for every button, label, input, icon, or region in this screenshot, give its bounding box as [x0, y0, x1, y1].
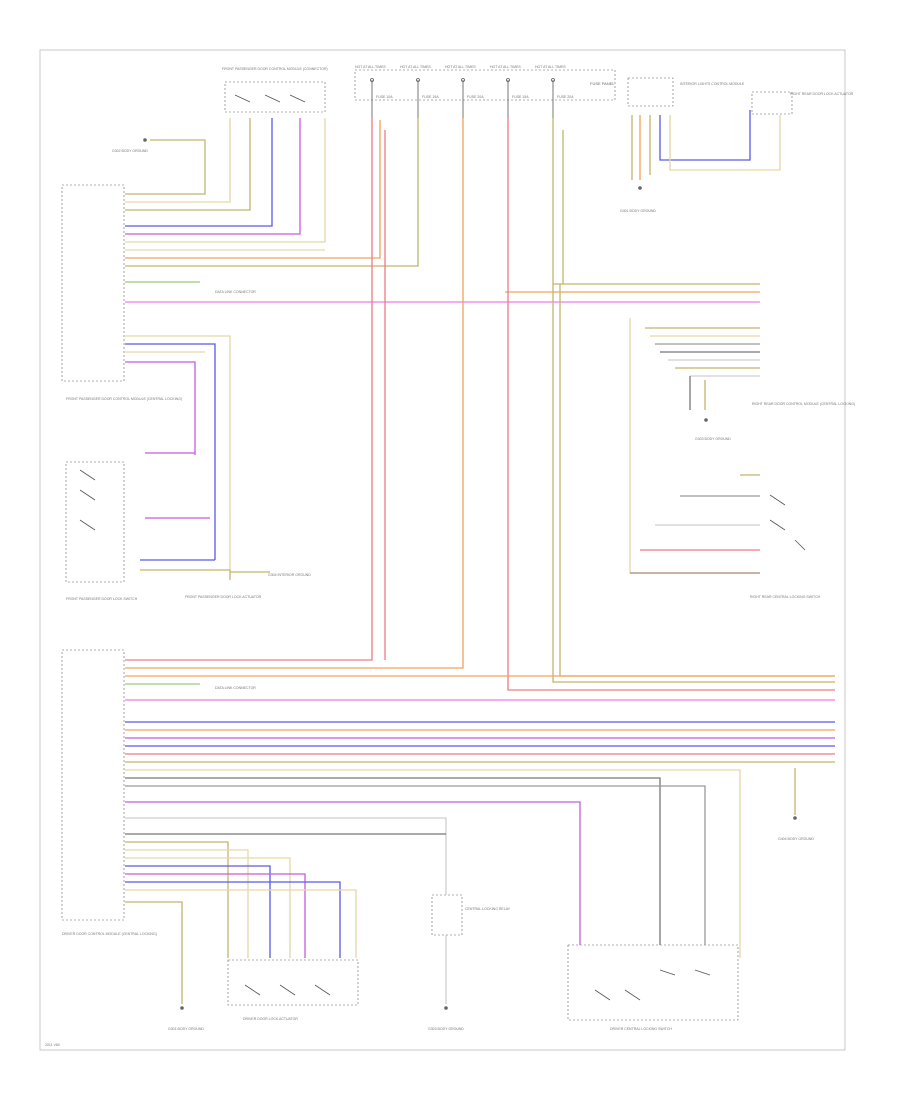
- fuse-1-label: FUSE 10A: [376, 95, 393, 99]
- right-rear-module-label: RIGHT REAR DOOR CONTROL MODULE (CENTRAL …: [752, 402, 855, 406]
- wire-blue: [659, 110, 751, 161]
- wire-cream: [125, 849, 249, 958]
- wire-olive: [125, 139, 206, 195]
- front-pass-lock-switch-box: [65, 461, 125, 583]
- wire-olive: [125, 118, 251, 211]
- wire-lightgray: [125, 817, 447, 895]
- wire-gray: [125, 785, 706, 945]
- diagram-frame: [39, 49, 846, 1051]
- right-top-actuator-label: RIGHT REAR DOOR LOCK ACTUATOR: [790, 92, 854, 96]
- fuse-5-label: FUSE 20A: [557, 95, 574, 99]
- wire-cream: [125, 118, 231, 203]
- driver-module-box: [61, 649, 125, 921]
- right-top-actuator-box: [751, 91, 793, 115]
- wire-blue: [125, 118, 273, 227]
- ground-left-top-label: G302 BODY GROUND: [112, 149, 148, 153]
- wire-red: [507, 118, 835, 691]
- wire-cream: [629, 318, 760, 574]
- wire-orange: [125, 120, 381, 259]
- fuse-2-label: FUSE 15A: [422, 95, 439, 99]
- wire-cream: [669, 115, 781, 171]
- right-rear-switch-label: RIGHT REAR CENTRAL LOCKING SWITCH: [750, 595, 821, 599]
- front-passenger-module-box: [61, 184, 125, 382]
- wire-violet: [125, 873, 306, 958]
- wire-violet: [125, 361, 196, 455]
- top-switch-label: FRONT PASSENGER DOOR CONTROL MODULE (CON…: [222, 67, 328, 71]
- wire-blue: [125, 343, 216, 560]
- right-top-comp-label: INTERIOR LIGHTS CONTROL MODULE: [680, 82, 745, 86]
- driver-ground-1-label: G301 BODY GROUND: [168, 1027, 204, 1031]
- wire-darkgray: [125, 777, 661, 945]
- fuse-panel-box: [354, 69, 616, 101]
- right-rear-ground-icon: [704, 418, 708, 422]
- front-pass-lock-switch-label: FRONT PASSENGER DOOR LOCK SWITCH: [66, 597, 138, 601]
- right-side-ground-icon: [793, 816, 797, 820]
- page-id: 2011 V60: [45, 1043, 60, 1047]
- ground-mid-label: G304 INTERIOR GROUND: [268, 573, 311, 577]
- ground-right-top-label: G401 BODY GROUND: [620, 209, 656, 213]
- wire-orange: [125, 118, 464, 669]
- wire-cream: [125, 889, 357, 958]
- fuse-section: FUSE PANEL HOT AT ALL TIMES HOT AT ALL T…: [354, 65, 616, 118]
- driver-lock-actuator-label: DRIVER DOOR LOCK ACTUATOR: [243, 1017, 298, 1021]
- driver-lock-switch-box: [567, 944, 739, 1021]
- wire-blue: [125, 865, 271, 958]
- wire-olive: [125, 841, 229, 958]
- wire-olive: [140, 569, 231, 580]
- fuse-top-label-5: HOT AT ALL TIMES: [535, 65, 566, 69]
- wire-olive: [125, 901, 183, 1004]
- wire-olive: [552, 118, 760, 285]
- wire-cream: [125, 769, 741, 958]
- ground-right-top-icon: [638, 186, 642, 190]
- driver-ground-2-label: G303 BODY GROUND: [428, 1027, 464, 1031]
- top-switch-box: [224, 81, 326, 113]
- front-pass-power-lock-label: FRONT PASSENGER DOOR LOCK ACTUATOR: [185, 595, 262, 599]
- wire-violet: [125, 118, 301, 235]
- driver-ground-1-icon: [180, 1006, 184, 1010]
- fuse-top-label-2: HOT AT ALL TIMES: [400, 65, 431, 69]
- ground-left-top-icon: [143, 138, 147, 142]
- wire-olive: [125, 118, 419, 267]
- driver-ground-2-icon: [444, 1006, 448, 1010]
- right-side-ground-label: G404 BODY GROUND: [778, 837, 814, 841]
- wire-cream: [125, 118, 326, 243]
- wire-olive: [559, 284, 835, 677]
- wire-cream: [125, 857, 291, 958]
- central-lock-relay-box: [431, 894, 463, 936]
- driver-module-label: DRIVER DOOR CONTROL MODULE (CENTRAL LOCK…: [62, 932, 157, 936]
- wires: [125, 110, 835, 1004]
- fuse-4-label: FUSE 15A: [512, 95, 529, 99]
- splice-1-label: DATA LINK CONNECTOR: [215, 290, 256, 294]
- fuse-top-label-4: HOT AT ALL TIMES: [490, 65, 521, 69]
- wire-blue: [125, 881, 341, 958]
- driver-lock-switch-label: DRIVER CENTRAL LOCKING SWITCH: [610, 1027, 672, 1031]
- front-passenger-module-label: FRONT PASSENGER DOOR CONTROL MODULE (CEN…: [66, 397, 182, 401]
- driver-lock-actuator-box: [227, 959, 359, 1006]
- fuse-3-label: FUSE 20A: [467, 95, 484, 99]
- wire-olive: [552, 284, 835, 683]
- wire-cream: [125, 335, 231, 570]
- central-lock-relay-label: CENTRAL LOCKING RELAY: [465, 907, 511, 911]
- wire-violet: [125, 801, 581, 945]
- right-top-comp-box: [627, 77, 674, 107]
- splice-2-label: DATA LINK CONNECTOR: [215, 686, 256, 690]
- wire-red: [125, 118, 373, 661]
- fuse-top-label-1: HOT AT ALL TIMES: [355, 65, 386, 69]
- fuse-top-label-3: HOT AT ALL TIMES: [445, 65, 476, 69]
- right-rear-ground-label: G403 BODY GROUND: [695, 437, 731, 441]
- fuse-panel-label: FUSE PANEL: [590, 81, 615, 86]
